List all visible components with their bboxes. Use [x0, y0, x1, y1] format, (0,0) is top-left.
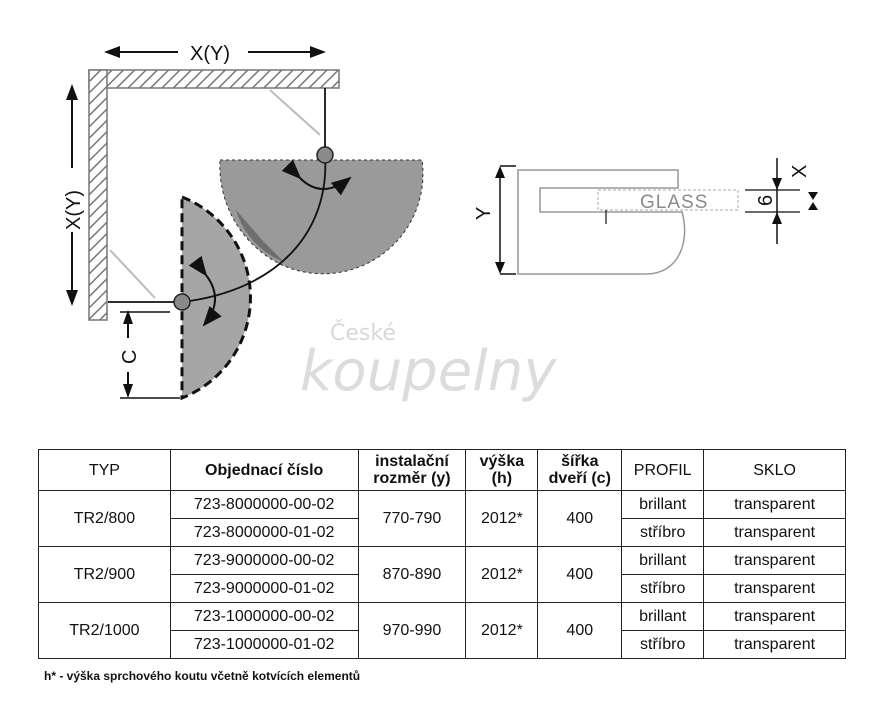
- dim-top-label: X(Y): [190, 43, 230, 65]
- typ-cell: TR2/900: [38, 546, 171, 603]
- wall-corner: [88, 69, 340, 321]
- header-typ: TYP: [38, 449, 171, 491]
- footnote: h* - výška sprchového koutu včetně kotví…: [44, 669, 361, 683]
- profil-cell: stříbro: [621, 630, 705, 659]
- profil-cell: brillant: [621, 602, 705, 631]
- install-cell: 770-790: [357, 490, 467, 547]
- profile-6-label: 6: [755, 195, 777, 206]
- table-row: TR2/1000 723-1000000-00-02 970-990 2012*…: [38, 602, 846, 659]
- install-cell: 870-890: [357, 546, 467, 603]
- watermark-big: koupelny: [300, 339, 557, 404]
- typ-cell: TR2/800: [38, 490, 171, 547]
- shower-diagram: České koupelny X(Y) X(Y) C GLASS: [63, 43, 818, 404]
- code-cell: 723-8000000-01-02: [169, 518, 359, 547]
- height-cell: 2012*: [465, 546, 539, 603]
- table-row: 723-9000000-01-02 stříbro transparent: [39, 574, 846, 603]
- header-sklo: SKLO: [703, 449, 846, 491]
- profil-cell: stříbro: [621, 518, 705, 547]
- profil-cell: brillant: [621, 546, 705, 575]
- glass-label: GLASS: [640, 192, 708, 213]
- code-cell: 723-1000000-00-02: [169, 602, 359, 631]
- watermark-small: České: [330, 320, 396, 346]
- rotate-arrow-upper: [281, 159, 352, 196]
- dim-left-label: X(Y): [63, 190, 85, 230]
- width-cell: 400: [537, 546, 623, 603]
- width-cell: 400: [537, 602, 623, 659]
- table-row: TR2/900 723-9000000-00-02 870-890 2012* …: [38, 546, 846, 603]
- rotate-arrow-lower: [188, 255, 222, 327]
- table-row: 723-1000000-01-02 stříbro transparent: [39, 630, 846, 659]
- profile-detail: GLASS Y 6 X: [473, 158, 818, 275]
- code-cell: 723-8000000-00-02: [169, 490, 359, 519]
- sklo-cell: transparent: [703, 602, 846, 631]
- sklo-cell: transparent: [703, 546, 846, 575]
- code-cell: 723-1000000-01-02: [169, 630, 359, 659]
- header-height: výška(h): [465, 449, 539, 491]
- height-cell: 2012*: [465, 490, 539, 547]
- hinge-upper: [316, 146, 334, 164]
- sklo-cell: transparent: [703, 574, 846, 603]
- table-row: 723-8000000-01-02 stříbro transparent: [39, 518, 846, 547]
- sklo-cell: transparent: [703, 490, 846, 519]
- table-row: TR2/800 723-8000000-00-02 770-790 2012* …: [38, 490, 846, 547]
- typ-cell: TR2/1000: [38, 602, 171, 659]
- height-cell: 2012*: [465, 602, 539, 659]
- code-cell: 723-9000000-00-02: [169, 546, 359, 575]
- install-cell: 970-990: [357, 602, 467, 659]
- header-order: Objednací číslo: [169, 449, 359, 491]
- dim-c-label: C: [119, 350, 141, 364]
- hinge-lower: [173, 293, 191, 311]
- profil-cell: stříbro: [621, 574, 705, 603]
- sklo-cell: transparent: [703, 630, 846, 659]
- door-swing-upper: [219, 159, 424, 275]
- profile-y-label: Y: [473, 207, 495, 220]
- profile-x-label: X: [789, 165, 811, 178]
- sklo-cell: transparent: [703, 518, 846, 547]
- code-cell: 723-9000000-01-02: [169, 574, 359, 603]
- profil-cell: brillant: [621, 490, 705, 519]
- header-profil: PROFIL: [621, 449, 705, 491]
- width-cell: 400: [537, 490, 623, 547]
